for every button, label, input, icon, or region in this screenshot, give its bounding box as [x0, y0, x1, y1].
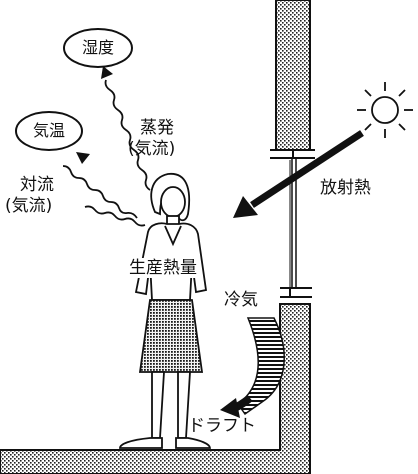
radiant-heat-label: 放射熱	[320, 178, 371, 198]
draft-label: ドラフト	[188, 416, 256, 436]
convection-label: 対流	[20, 175, 54, 195]
evaporation-airflow-label: (気流)	[128, 139, 176, 159]
window-sill	[280, 287, 312, 298]
draft-arrow	[220, 317, 285, 418]
humidity-label: 湿度	[81, 38, 114, 57]
cold-air-label: 冷気	[224, 290, 258, 310]
sun-icon	[357, 82, 413, 138]
air-temperature-label: 気温	[32, 121, 65, 140]
heat-production-label: 生産熱量	[128, 258, 198, 278]
evaporation-label: 蒸発	[140, 118, 174, 138]
wall-lower-and-floor	[0, 303, 311, 474]
evaporation-wave-arrow	[101, 66, 151, 191]
convection-wave-arrow	[62, 152, 146, 227]
radiant-heat-arrow	[233, 130, 364, 218]
air-temperature-bubble	[15, 111, 83, 151]
humidity-bubble	[63, 28, 133, 68]
convection-airflow-label: (気流)	[5, 196, 53, 216]
wall-upper	[270, 0, 315, 159]
